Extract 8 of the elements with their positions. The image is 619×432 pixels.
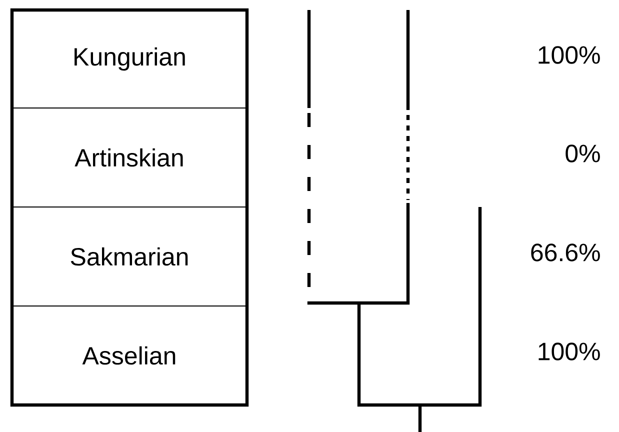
stage-cell: Sakmarian xyxy=(12,206,248,306)
node-label: Kungurian xyxy=(74,47,185,71)
percentage-label: 100% xyxy=(538,342,600,360)
percentage-label: 66.6% xyxy=(531,244,600,262)
percentage-label: 0% xyxy=(566,144,600,162)
stage-cell: Artinskian xyxy=(12,108,248,208)
stage-cell: Asselian xyxy=(12,306,248,406)
percentage-label: 100% xyxy=(538,46,600,64)
